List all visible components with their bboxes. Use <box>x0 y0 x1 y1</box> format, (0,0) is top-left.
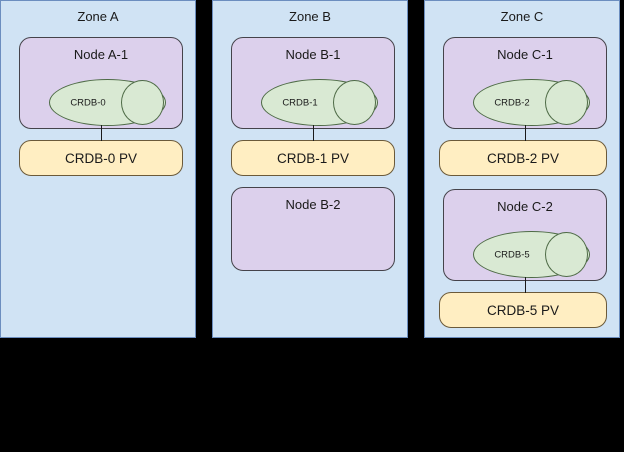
node-title-a-1: Node A-1 <box>73 47 129 62</box>
zone-container-a: Zone A Node A-1 CRDB-0 CRDB-0 PV <box>0 0 196 338</box>
node-container-c-1: Node C-1 CRDB-2 <box>443 37 607 129</box>
zone-container-c: Zone C Node C-1 CRDB-2 CRDB-2 PV Node C-… <box>424 0 620 338</box>
node-container-b-2: Node B-2 <box>231 187 395 271</box>
cylinder-cap <box>333 80 376 125</box>
node-container-a-1: Node A-1 CRDB-0 <box>19 37 183 129</box>
zone-title-a: Zone A <box>77 9 119 24</box>
pv-label-crdb-1: CRDB-1 PV <box>276 150 349 166</box>
pv-box-crdb-1: CRDB-1 PV <box>231 140 395 176</box>
zone-title-c: Zone C <box>500 9 544 24</box>
database-label-crdb-0: CRDB-0 <box>70 97 106 108</box>
database-label-crdb-5: CRDB-5 <box>494 249 530 260</box>
database-label-crdb-1: CRDB-1 <box>282 97 318 108</box>
database-cylinder-crdb-1: CRDB-1 <box>261 79 378 126</box>
node-title-c-1: Node C-1 <box>497 47 553 62</box>
pv-box-crdb-2: CRDB-2 PV <box>439 140 607 176</box>
connector-node-b1-to-pv-crdb-1 <box>313 125 314 141</box>
cylinder-cap <box>121 80 164 125</box>
connector-node-c2-to-pv-crdb-5 <box>525 277 526 293</box>
database-cylinder-crdb-0: CRDB-0 <box>49 79 166 126</box>
cylinder-cap <box>545 232 588 277</box>
database-label-crdb-2: CRDB-2 <box>494 97 530 108</box>
node-container-c-2: Node C-2 CRDB-5 <box>443 189 607 281</box>
node-title-c-2: Node C-2 <box>497 199 553 214</box>
zone-title-b: Zone B <box>289 9 331 24</box>
node-container-b-1: Node B-1 CRDB-1 <box>231 37 395 129</box>
pv-label-crdb-2: CRDB-2 PV <box>486 150 559 166</box>
connector-node-a1-to-pv-crdb-0 <box>101 125 102 141</box>
node-title-b-2: Node B-2 <box>285 197 341 212</box>
database-cylinder-crdb-2: CRDB-2 <box>473 79 590 126</box>
pv-label-crdb-5: CRDB-5 PV <box>486 302 559 318</box>
node-title-b-1: Node B-1 <box>285 47 341 62</box>
pv-box-crdb-5: CRDB-5 PV <box>439 292 607 328</box>
connector-node-c1-to-pv-crdb-2 <box>525 125 526 141</box>
pv-label-crdb-0: CRDB-0 PV <box>64 150 137 166</box>
database-cylinder-crdb-5: CRDB-5 <box>473 231 590 278</box>
pv-box-crdb-0: CRDB-0 PV <box>19 140 183 176</box>
zone-container-b: Zone B Node B-1 CRDB-1 CRDB-1 PV Node B-… <box>212 0 408 338</box>
cylinder-cap <box>545 80 588 125</box>
